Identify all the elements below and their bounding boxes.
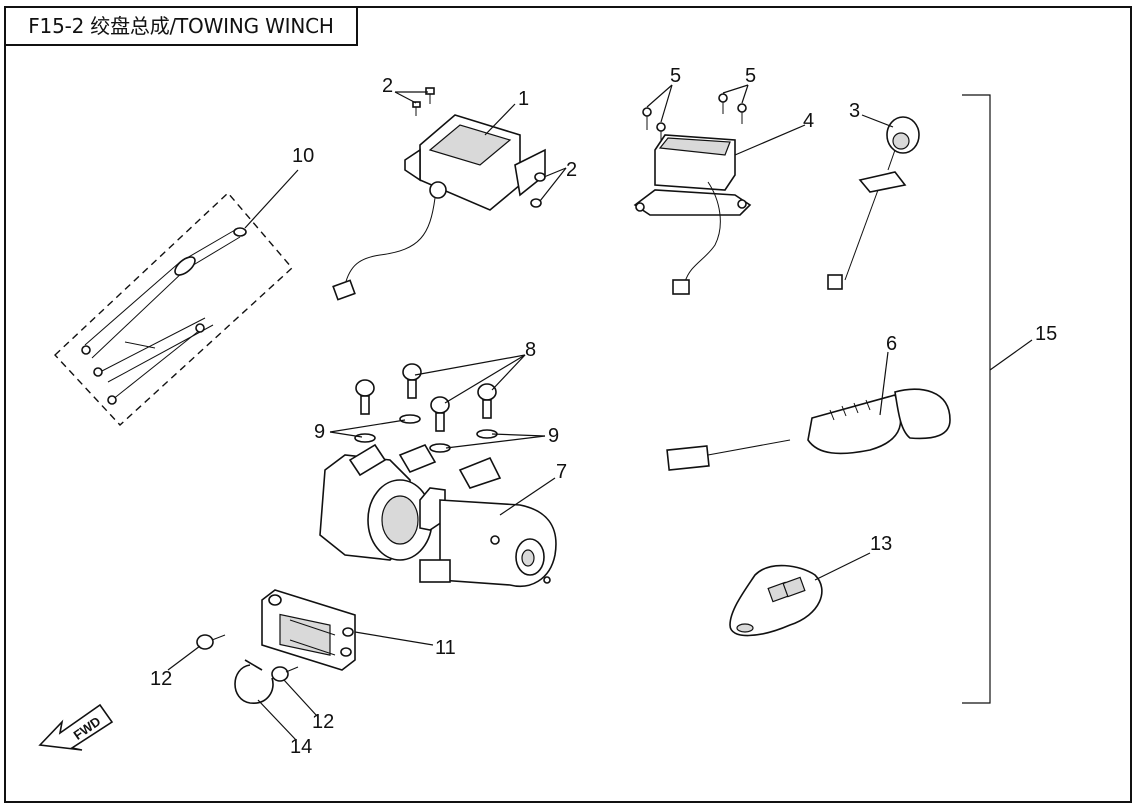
callout-4: 4: [803, 110, 814, 132]
part-1-control-box: [332, 87, 546, 301]
fwd-arrow-icon: FWD: [38, 703, 114, 751]
callout-1: 1: [518, 88, 529, 110]
callout-15: 15: [1035, 323, 1057, 345]
callout-8: 8: [525, 339, 536, 361]
part-13-wireless-remote: [729, 564, 823, 637]
part-4-relay: [633, 93, 752, 295]
callout-13: 13: [870, 533, 892, 555]
part-14-hook: [234, 659, 274, 704]
callout-6: 6: [886, 333, 897, 355]
part-11-roller-fairlead: [261, 589, 356, 671]
diagram-frame: [4, 6, 1132, 803]
group-15-bracket: [962, 94, 991, 704]
callout-2-right: 2: [566, 159, 577, 181]
callout-12-left: 12: [150, 668, 172, 690]
callout-3: 3: [849, 100, 860, 122]
part-3-rocker-switch: [827, 116, 920, 290]
callout-5-right: 5: [745, 65, 756, 87]
part-8-9-bolts-washers: [354, 363, 498, 453]
callout-12-right: 12: [312, 711, 334, 733]
page-title: F15-2 绞盘总成/TOWING WINCH: [4, 6, 358, 46]
callout-9-left: 9: [314, 421, 325, 443]
callout-11: 11: [435, 637, 456, 659]
callout-7: 7: [556, 461, 567, 483]
callout-9-right: 9: [548, 425, 559, 447]
leader-lines: [167, 84, 1033, 741]
callout-5-left: 5: [670, 65, 681, 87]
screw-icon: [412, 87, 546, 208]
part-6-wired-remote: [666, 388, 951, 471]
part-12-bolts: [196, 634, 299, 682]
part-7-winch-body: [319, 443, 557, 587]
bolt-icon: [642, 93, 747, 142]
callout-2-top: 2: [382, 75, 393, 97]
callout-14: 14: [290, 736, 312, 758]
part-10-cable-kit: [54, 191, 293, 426]
callout-10: 10: [292, 145, 314, 167]
